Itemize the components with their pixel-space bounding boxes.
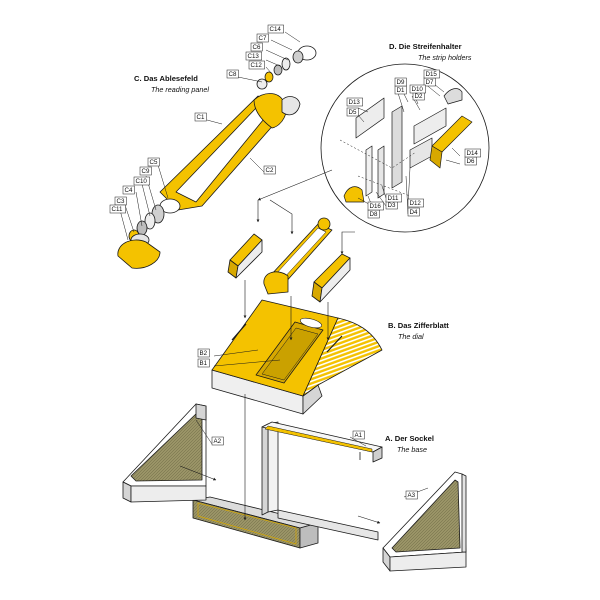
callout-box-a3: [405, 490, 418, 500]
part-label-c6: C6: [253, 44, 261, 51]
base-assembly: [122, 403, 467, 572]
part-label-c8: C8: [229, 71, 237, 78]
part-label-a1: A1: [355, 432, 363, 439]
part-label-b2: B2: [200, 350, 208, 357]
callout-box-c5: [147, 157, 160, 167]
part-label-c7: C7: [259, 35, 267, 42]
part-label-a2: A2: [214, 438, 222, 445]
part-label-d7: D7: [426, 79, 434, 86]
callout-box-d16: [367, 201, 384, 211]
part-label-d4: D4: [410, 209, 418, 216]
part-label-c2: C2: [266, 167, 274, 174]
strip-holders-subtitle: The strip holders: [418, 53, 472, 62]
part-label-c11: C11: [112, 206, 123, 213]
upper-cap-stack: [256, 45, 317, 90]
callout-box-c10: [133, 176, 150, 186]
part-label-a3: A3: [408, 492, 416, 499]
callout-box-b1: [197, 358, 210, 368]
base-right-side: [382, 471, 467, 572]
part-label-d10: D10: [412, 86, 424, 93]
callout-box-d4: [407, 207, 420, 217]
reading-panel-subtitle: The reading panel: [151, 85, 209, 94]
dial-title: B. Das Zifferblatt: [388, 321, 449, 330]
part-label-c9: C9: [142, 168, 150, 175]
exploded-holders: [227, 217, 351, 303]
dial-subtitle: The dial: [398, 332, 424, 341]
lower-cap-stack: [117, 198, 181, 269]
part-label-d11: D11: [388, 195, 399, 202]
callout-box-a1: [352, 430, 365, 440]
part-label-d15: D15: [426, 71, 438, 78]
callout-box-a2: [211, 436, 224, 446]
base-left-side: [122, 403, 207, 503]
part-label-d8: D8: [370, 211, 378, 218]
strip-holder-detail: [320, 63, 490, 233]
callout-box-c1: [194, 112, 207, 122]
assembly-arrows: [179, 169, 381, 524]
callout-box-d5: [346, 107, 359, 117]
part-label-d12: D12: [410, 200, 422, 207]
base-subtitle: The base: [397, 445, 427, 454]
part-label-d6: D6: [467, 158, 475, 165]
callout-box-c4: [122, 185, 135, 195]
callout-box-c8: [226, 69, 239, 79]
part-label-c12: C12: [251, 62, 263, 69]
part-label-d13: D13: [349, 99, 361, 106]
part-label-d3: D3: [388, 202, 396, 209]
part-label-d5: D5: [349, 109, 357, 116]
callout-box-c6: [250, 42, 263, 52]
part-label-c10: C10: [136, 178, 148, 185]
part-label-c3: C3: [117, 198, 125, 205]
callout-box-c13: [245, 51, 262, 61]
callout-box-d15: [423, 69, 440, 79]
part-label-d2: D2: [415, 93, 423, 100]
callout-box-c9: [139, 166, 152, 176]
part-label-d9: D9: [397, 79, 405, 86]
callout-box-c7: [256, 33, 269, 43]
part-label-c13: C13: [248, 53, 260, 60]
callout-box-b2: [197, 348, 210, 358]
callout-box-d12: [407, 198, 424, 208]
part-label-c4: C4: [125, 187, 133, 194]
callout-box-d10: [409, 84, 426, 94]
callout-box-d9: [394, 77, 407, 87]
callout-box-c14: [267, 24, 284, 34]
part-label-d14: D14: [467, 150, 479, 157]
part-label-c1: C1: [197, 114, 205, 121]
reading-panel-title: C. Das Ablesefeld: [134, 74, 198, 83]
callout-box-d14: [464, 148, 481, 158]
part-label-d1: D1: [397, 87, 405, 94]
base-title: A. Der Sockel: [385, 434, 434, 443]
part-label-c14: C14: [270, 26, 282, 33]
callout-box-c2: [263, 165, 276, 175]
callout-box-d13: [346, 97, 363, 107]
part-label-b1: B1: [200, 360, 208, 367]
dial-assembly: [211, 299, 383, 415]
base-back-frame: [261, 421, 383, 541]
callout-box-c11: [109, 204, 126, 214]
reading-panel-assembly: [117, 45, 317, 269]
part-label-d16: D16: [370, 203, 382, 210]
strip-holders-title: D. Die Streifenhalter: [389, 42, 462, 51]
callout-box-d11: [385, 193, 402, 203]
callout-box-c12: [248, 60, 265, 70]
part-label-c5: C5: [150, 159, 158, 166]
